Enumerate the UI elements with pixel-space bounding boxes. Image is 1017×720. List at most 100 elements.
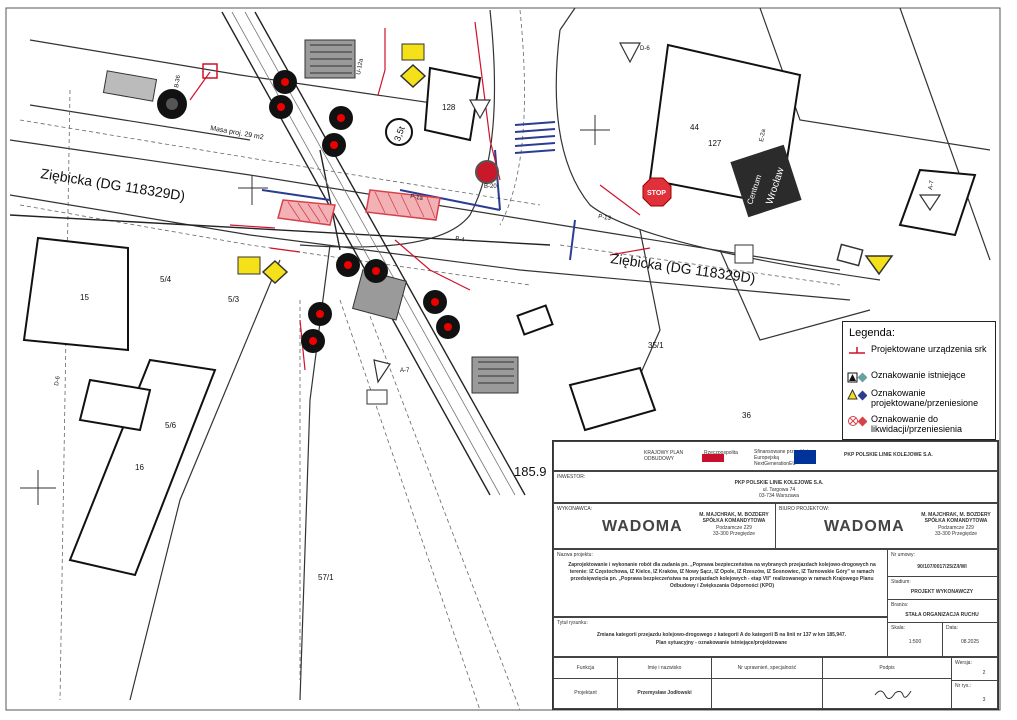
weight-limit-sign-icon — [385, 118, 413, 146]
elevation-label: 185.9 — [514, 464, 547, 479]
no-entry-sign-icon — [475, 160, 499, 184]
legend-item-existing: Oznakowanie istniejące — [847, 370, 993, 386]
stage: PROJEKT WYKONAWCZY — [910, 589, 974, 595]
designer-address: Podzamcze 229 — [938, 525, 974, 531]
signal-light — [273, 70, 297, 94]
designer-section: BIURO PROJEKTOW: WADOMA M. MAJCHRAK, M. … — [775, 503, 998, 549]
designer-name: SPÓŁKA KOMANDYTOWA — [924, 518, 988, 524]
designed-sign-icon — [847, 388, 867, 401]
kpo-logo: KRAJOWY PLAN ODBUDOWY — [644, 450, 684, 462]
investor-section: INWESTOR: PKP POLSKIE LINIE KOLEJOWE S.A… — [553, 471, 998, 503]
legend-item-srk: Projektowane urządzenia srk — [847, 344, 993, 366]
contractor-section: WYKONAWCA: WADOMA M. MAJCHRAK, M. BOZDER… — [553, 503, 776, 549]
stage-label: Stadium: — [891, 579, 911, 585]
date-label: Data: — [946, 625, 958, 631]
designer-logo: WADOMA — [824, 518, 905, 535]
contractor-logo: WADOMA — [602, 518, 683, 535]
legend-text: Oznakowanie do likwidacji/przeniesienia — [871, 414, 963, 434]
sign-code: A-7 — [928, 179, 936, 190]
title-block: KRAJOWY PLAN ODBUDOWY Rzeczpospolita Pol… — [552, 440, 999, 710]
contractor-name: M. MAJCHRAK, M. BOZDERY — [699, 512, 769, 518]
legend-text: Projektowane urządzenia srk — [871, 344, 987, 354]
parcel-label: 16 — [135, 463, 144, 472]
branch: STAŁA ORGANIZACJA RUCHU — [905, 612, 979, 618]
legend-text: Oznakowanie projektowane/przeniesione — [871, 388, 979, 408]
street-label-left: Ziębicka (DG 118329D) — [40, 165, 187, 204]
version-section: Wersja: 2 — [951, 657, 998, 681]
eu-logo-text: Sfinansowane przez Unię Europejską NextG… — [754, 449, 811, 467]
contractor-label: WYKONAWCA: — [557, 506, 593, 512]
investor-name: PKP POLSKIE LINIE KOLEJOWE S.A. — [734, 480, 824, 486]
scale: 1:500 — [908, 639, 922, 645]
stop-sign-text: STOP — [647, 190, 666, 197]
col-license-label: Nr uprawnień, specjalność — [737, 665, 797, 671]
sign-code: A-7 — [400, 368, 410, 374]
red-line-icon — [849, 347, 865, 354]
signal-light — [329, 106, 353, 130]
sheet-section: Nr rys.: 3 — [951, 680, 998, 709]
direction-sign-icon — [730, 144, 802, 218]
stage-section: Stadium: PROJEKT WYKONAWCZY — [887, 576, 998, 600]
signal-light — [308, 302, 332, 326]
signal-light — [423, 290, 447, 314]
legend-text: Oznakowanie istniejące — [871, 370, 966, 380]
col-function-label: Funkcja — [576, 665, 595, 671]
col-name: Imię i nazwisko — [617, 657, 712, 679]
scale-label: Skala: — [891, 625, 905, 631]
logo-strip: KRAJOWY PLAN ODBUDOWY Rzeczpospolita Pol… — [553, 441, 998, 471]
signature-icon — [874, 690, 912, 699]
version-label: Wersja: — [955, 660, 972, 666]
parcel-label: 5/4 — [160, 275, 172, 284]
version: 2 — [982, 670, 986, 676]
contractor-address: Podzamcze 229 — [716, 525, 752, 531]
drawing-subtitle: Plan sytuacyjny - oznakowanie istniejące… — [655, 640, 788, 646]
parcel-label: 5/3 — [228, 295, 240, 304]
col-license: Nr uprawnień, specjalność — [711, 657, 823, 679]
designer-person-cell: Przemysław Jodłowski — [617, 678, 712, 709]
eu-flag-icon — [794, 450, 816, 464]
drawing-title: Zmiana kategorii przejazdu kolejowo-drog… — [596, 632, 847, 638]
investor-address: 03-734 Warszawa — [758, 493, 800, 499]
signal-light — [301, 329, 325, 353]
parcel-label: 5/6 — [165, 421, 177, 430]
sign-code: D-6 — [640, 46, 650, 52]
sign-code: U-12a — [356, 58, 365, 76]
parcel-label: 15 — [80, 293, 89, 302]
sign-code: D-6 — [54, 375, 62, 386]
parcel-labels: 5/4 5/3 5/6 16 57/1 44 127 35/1 36 15 12… — [80, 103, 751, 582]
parcel-label: 57/1 — [318, 573, 334, 582]
designer-name: M. MAJCHRAK, M. BOZDERY — [921, 512, 991, 518]
removed-sign-icon — [848, 416, 867, 427]
contractor-name: SPÓŁKA KOMANDYTOWA — [702, 518, 766, 524]
sheet-label: Nr rys.: — [955, 683, 972, 689]
project-name-section: Nazwa projektu: Zaprojektowanie i wykona… — [553, 549, 888, 617]
drawing-title-section: Tytuł rysunku: Zmiana kategorii przejazd… — [553, 617, 888, 657]
legend-title: Legenda: — [849, 327, 895, 339]
legend-item-designed: Oznakowanie projektowane/przeniesione — [847, 388, 993, 410]
street-label-right: Ziębicka (DG 118329D) — [610, 250, 757, 286]
sign-code: B-36 — [174, 74, 182, 88]
sign-code: P-4 — [455, 236, 466, 243]
sign-code: B-20 — [484, 184, 497, 190]
existing-sign-icon — [847, 372, 867, 383]
contractor-address: 33-300 Przegiędze — [713, 531, 755, 537]
traffic-signals — [269, 70, 460, 353]
contract-no-label: Nr umowy: — [891, 552, 915, 558]
signal-light — [269, 95, 293, 119]
col-signature: Podpis — [822, 657, 952, 679]
railway-track — [9, 11, 551, 496]
signal-light — [436, 315, 460, 339]
parcel-label: 127 — [708, 139, 722, 148]
stop-sign-icon — [642, 177, 672, 207]
pkp-logo: PKP POLSKIE LINIE KOLEJOWE S.A. — [844, 452, 933, 458]
weight-limit-text: 3,5t — [392, 125, 407, 143]
contract-no-section: Nr umowy: 90/107/0017/25/Z/I/WI — [887, 549, 998, 577]
signal-light — [322, 133, 346, 157]
project-name: Zaprojektowanie i wykonanie robót dla za… — [568, 562, 876, 589]
parcel-label: 44 — [690, 123, 699, 132]
sign-code-labels: B-36 A-7 D-6 B-20 A-7 D-6 E-2a P-13 P-1a… — [54, 46, 936, 386]
license-cell — [711, 678, 823, 709]
signal-light — [336, 253, 360, 277]
date: 08.2025 — [960, 639, 980, 645]
